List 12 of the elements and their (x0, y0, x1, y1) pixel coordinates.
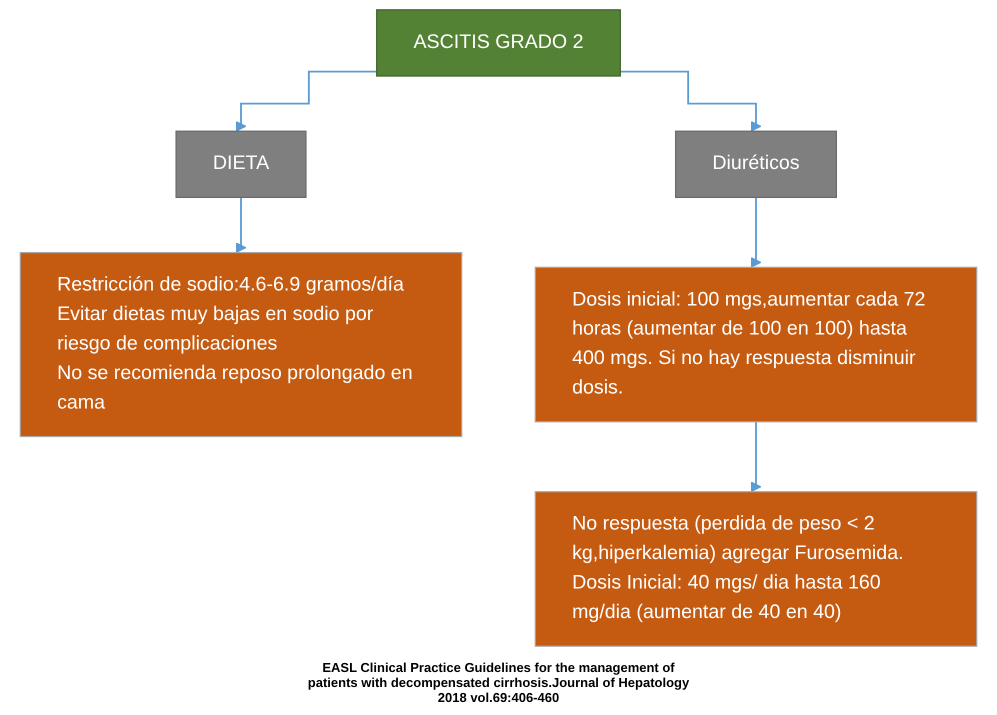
node-box: Restricción de sodio:4.6-6.9 gramos/día Evitar dietas muy bajas en sodio por riesgo de complicaciones No se recomienda reposo prolongado en cama (20, 252, 462, 438)
citation-caption: EASL Clinical Practice Guidelines for the management of patients with decompensated cirrhosis.Journal of Hepatology 2018 vol.69:406-460 (306, 660, 690, 705)
node-box: Dosis inicial: 100 mgs,aumentar cada 72 horas (aumentar de 100 en 100) hasta 400 mgs. Si no hay respuesta disminuir dosis. (534, 266, 978, 422)
arrow (620, 70, 762, 132)
node-box: DIETA (175, 130, 307, 198)
arrow (236, 196, 246, 254)
node-box: No respuesta (perdida de peso < 2 kg,hiperkalemia) agregar Furosemida. Dosis Inicial: 40 mgs/ dia hasta 160 mg/dia (aumentar de 40 en 40) (534, 491, 978, 647)
node-box: ASCITIS GRADO 2 (376, 9, 621, 77)
node-box: Diuréticos (674, 130, 837, 198)
arrow (236, 70, 377, 132)
arrow (750, 196, 762, 268)
arrow (750, 420, 762, 492)
